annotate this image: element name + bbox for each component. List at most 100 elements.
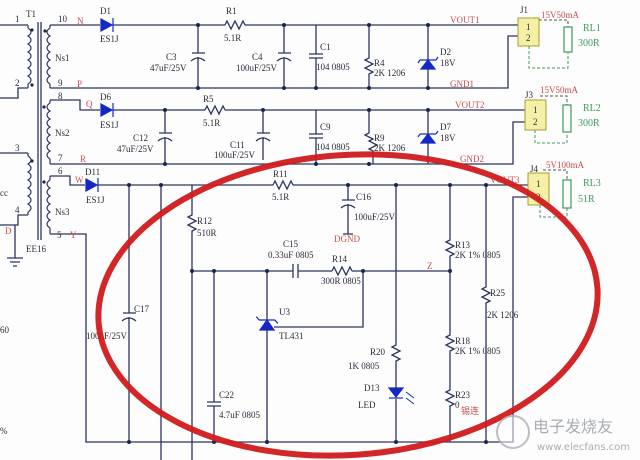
channel-2: D6 ES1J Q R C12 47uF/25V R5 5.1R C11 100… [50,85,601,166]
edge-text: cc [0,188,8,198]
component-value: 0.33uF 0805 [268,250,314,260]
channel-3: D11 ES1J W Y R11 5.1R C16 100uF/25V DGND… [50,160,601,460]
component-ref: R18 [455,336,471,346]
component-value: 47uF/25V [117,144,154,154]
capacitor-c4-icon [276,25,292,88]
net-label: VOUT2 [455,100,485,110]
component-value: 18V [440,58,456,68]
winding-label: Ns1 [55,53,70,63]
component-value: 51R [578,194,595,205]
pin-label: 1 [533,105,538,115]
capacitor-c12-icon [157,110,173,164]
component-ref: R1 [226,6,237,16]
component-ref: J3 [525,90,534,100]
component-value: ES1J [100,34,119,44]
watermark: 电子发烧友 www.elecfans.com [496,415,630,453]
pin-label: 3 [15,143,20,153]
component-value: 18V [440,133,456,143]
component-value: 100uF/25V [214,150,256,160]
resistor-r5-icon [204,104,226,116]
component-ref: C4 [252,52,263,62]
pin-label: 5 [57,230,62,240]
component-ref: D11 [85,167,100,177]
component-ref: C3 [166,52,177,62]
component-value: LED [358,400,376,410]
zener-d2-icon [419,59,437,70]
component-value: 2K 1206 [487,310,519,320]
diode-d6-icon [100,102,114,118]
component-ref: C1 [320,42,331,52]
resistor-r11-icon [272,179,294,191]
component-ref: C16 [356,192,372,202]
component-value: 2K 1206 [374,68,406,78]
pin-label: 8 [58,91,63,101]
net-label: DGND [334,234,360,244]
resistor-r14-icon [331,265,353,277]
component-ref: R20 [370,347,386,357]
component-value: 4.7uF 0805 [219,410,261,420]
component-value: 100uF/25V [354,212,396,222]
component-value: 5.1R [272,192,289,202]
winding-label: Ns3 [55,207,70,217]
channel-1: D1 ES1J N P C3 47uF/25V R1 5.1R C4 100uF… [50,5,601,90]
component-ref: RL3 [583,178,601,189]
capacitor-c3-icon [190,25,206,88]
pin-label: 6 [58,166,63,176]
edge-text: % [0,426,8,436]
note-label: 锡连 [461,405,479,416]
component-value: 510R [197,228,217,238]
capacitor-c17-icon [121,185,137,442]
pin-label: 9 [58,78,63,88]
component-ref: C11 [230,140,245,150]
capacitor-c1-icon [309,25,323,88]
net-label: Z [427,261,433,271]
diode-d11-icon [85,177,99,193]
component-ref: R5 [203,94,214,104]
net-label: P [77,79,82,89]
pin-label: 2 [15,78,20,88]
core-type: EE16 [26,244,46,254]
watermark-logo-icon [496,415,530,449]
component-ref: U3 [279,307,290,317]
component-ref: D13 [364,383,380,393]
component-value: 104 0805 [316,62,350,72]
component-ref: D7 [440,122,451,132]
component-value: 0 [455,400,460,410]
net-label: R [80,154,86,164]
component-value: TL431 [279,331,304,341]
component-value: 100uF/25V [86,331,128,341]
component-ref: RL2 [583,103,601,114]
load-spec: 15V50mA [541,10,580,20]
winding-label: Ns2 [55,128,70,138]
component-ref: J1 [520,5,528,15]
component-ref: C17 [134,304,150,314]
component-ref: R9 [374,133,385,143]
resistor-r20-icon [390,185,402,442]
pin-label: 1 [526,22,531,32]
component-ref: J4 [530,164,539,174]
component-value: 104 0805 [316,142,350,152]
component-ref: C9 [320,122,331,132]
component-ref: R13 [455,240,471,250]
transformer-t1: T1 1 2 3 4 5 6 7 8 9 10 Ns1 Ns2 Ns3 EE16… [0,9,70,436]
net-label: W [75,175,84,185]
component-value: 47uF/25V [150,63,187,73]
component-value: ES1J [86,195,105,205]
component-ref: D1 [100,6,111,16]
component-ref: R23 [455,390,471,400]
transformer-ref: T1 [26,9,36,19]
load-spec: 15V50mA [540,85,579,95]
net-label: N [77,16,84,26]
net-label: Q [86,99,93,109]
component-value: 2K 1% 0805 [455,250,501,260]
component-ref: C15 [283,239,299,249]
net-label: D [5,226,12,236]
component-ref: R25 [490,288,506,298]
component-ref: R12 [197,216,212,226]
tl431-u3-icon [258,318,276,331]
net-label: GND2 [460,154,484,164]
component-value: 300R [578,38,600,49]
ground-icon [7,225,23,267]
